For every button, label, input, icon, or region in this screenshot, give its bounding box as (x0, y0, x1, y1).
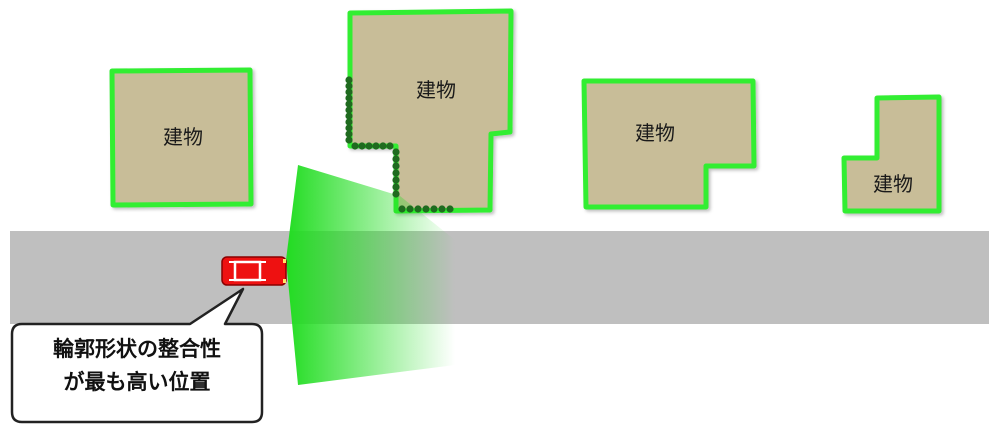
scan-point (438, 205, 446, 213)
scan-point (422, 205, 430, 213)
scan-point (392, 155, 400, 163)
scan-point (345, 124, 353, 132)
scan-point (446, 205, 454, 213)
scan-point (398, 205, 406, 213)
building-4-label: 建物 (873, 172, 913, 196)
scan-point (392, 162, 400, 170)
building-1 (109, 67, 254, 208)
matched-scan-points (345, 76, 454, 213)
scan-point (430, 205, 438, 213)
building-2 (347, 8, 514, 214)
scan-point (351, 142, 359, 150)
building-3 (581, 78, 757, 210)
building-3-label: 建物 (635, 121, 675, 145)
scan-point (345, 88, 353, 96)
scan-point (379, 142, 387, 150)
callout-line-1: 輪郭形状の整合性 (53, 337, 221, 361)
car-icon (221, 256, 287, 286)
callout-line-2: が最も高い位置 (63, 370, 211, 394)
building-1-label: 建物 (163, 125, 203, 149)
scan-point (345, 82, 353, 90)
scan-point (345, 100, 353, 108)
scan-point (345, 112, 353, 120)
scan-point (345, 94, 353, 102)
scan-point (406, 205, 414, 213)
scan-point (372, 142, 380, 150)
scan-point (345, 106, 353, 114)
road (10, 231, 989, 324)
scan-point (345, 76, 353, 84)
scan-point (392, 148, 400, 156)
sensor-scan-cone (286, 165, 455, 385)
scan-point (345, 130, 353, 138)
building-2-label: 建物 (416, 78, 456, 102)
scan-point (392, 190, 400, 198)
scan-point (392, 169, 400, 177)
scan-point (386, 142, 394, 150)
scan-point (392, 176, 400, 184)
callout-bubble (10, 287, 264, 424)
scan-point (365, 142, 373, 150)
building-4 (841, 94, 942, 214)
scan-point (414, 205, 422, 213)
callout-text: 輪郭形状の整合性 が最も高い位置 (14, 333, 260, 399)
scan-point (358, 142, 366, 150)
scan-point (345, 118, 353, 126)
scan-point (345, 136, 353, 144)
scan-point (392, 183, 400, 191)
